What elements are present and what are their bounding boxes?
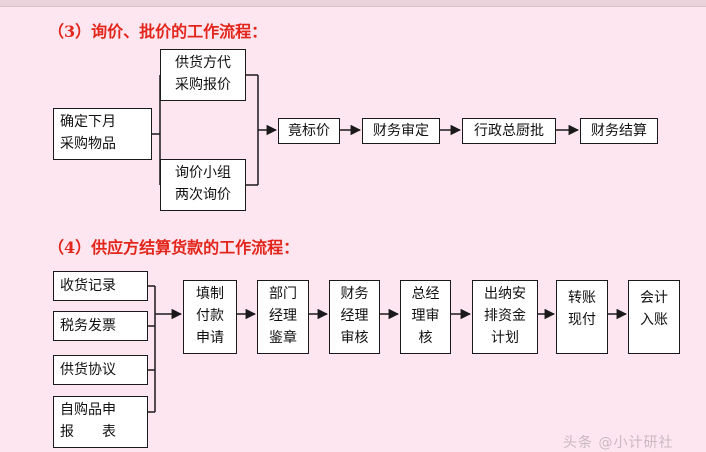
step-box-accounting-entry: 会计 入账	[628, 280, 680, 354]
step-box-cashier-fund-plan: 出纳安 排资金 计划	[472, 280, 538, 354]
step-box-finance-settlement: 财务结算	[580, 118, 658, 144]
start-box-determine-purchases: 确定下月 采购物品	[53, 108, 152, 160]
step-box-gm-review: 总经 理审 核	[400, 280, 451, 354]
step-box-bid-price: 竟标价	[278, 118, 340, 144]
step-box-chef-approval: 行政总厨批	[462, 118, 556, 144]
step-box-transfer-payment: 转账 现付	[556, 280, 608, 354]
input-box-receipt-record: 收货记录	[53, 271, 148, 301]
step-box-dept-manager-seal: 部门 经理 鉴章	[257, 280, 309, 354]
watermark-text: 头条 @小计研社	[563, 435, 674, 451]
section-4-heading: （4）供应方结算货款的工作流程：	[48, 238, 300, 257]
input-box-self-purchase-report: 自购品申 报 表	[53, 396, 148, 448]
step-box-finance-review: 财务审定	[362, 118, 440, 144]
step-box-finance-manager-review: 财务 经理 审核	[329, 280, 380, 354]
input-box-supply-agreement: 供货协议	[53, 355, 148, 385]
input-box-tax-invoice: 税务发票	[53, 311, 148, 341]
branch-box-supplier-quote: 供货方代 采购报价	[160, 49, 246, 101]
page-top-edge	[0, 0, 706, 7]
step-box-payment-request: 填制 付款 申请	[183, 280, 237, 354]
section-3-heading: （3）询价、批价的工作流程：	[48, 22, 268, 41]
branch-box-inquiry-group: 询价小组 两次询价	[160, 159, 246, 211]
